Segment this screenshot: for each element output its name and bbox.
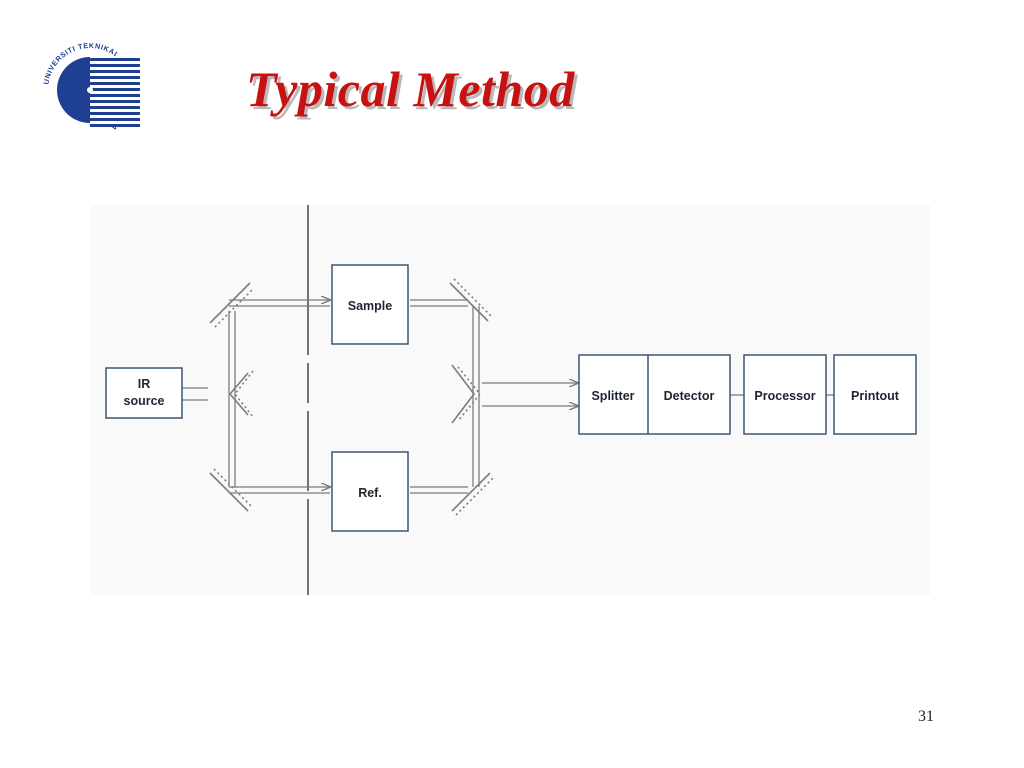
mirror-top-right: [449, 278, 493, 322]
slide-title: Typical Method: [246, 61, 575, 117]
mirror-bottom-left: [209, 468, 253, 512]
splitter-label: Splitter: [591, 389, 634, 403]
printout-box: [833, 354, 917, 435]
university-logo: UNIVERSITI TEKNIKAL MALAYSIA MELAKA: [40, 40, 140, 140]
splitter-detector-box: [578, 354, 731, 435]
processor-label: Processor: [754, 389, 815, 403]
ir-source-label: IR: [138, 377, 151, 391]
ir-spectrometer-diagram: IR source Sample Ref. Splitter Detector …: [90, 205, 930, 595]
reference-label: Ref.: [358, 486, 382, 500]
beam-paths: [182, 300, 834, 494]
mirror-bottom-right: [451, 472, 495, 516]
sample-label: Sample: [348, 299, 393, 313]
sample-box: [331, 264, 409, 345]
chopper-mirror-left: [228, 370, 254, 418]
ir-source-label-line2: source: [124, 394, 165, 408]
detector-label: Detector: [664, 389, 715, 403]
ir-source-box: [105, 367, 183, 419]
mirrors: [209, 278, 495, 516]
reference-box: [331, 451, 409, 532]
logo-emblem-icon: UNIVERSITI TEKNIKAL MALAYSIA MELAKA: [41, 41, 140, 139]
component-boxes: [105, 264, 917, 532]
combiner-mirror-right: [451, 364, 482, 424]
printout-label: Printout: [851, 389, 900, 403]
mirror-top-left: [209, 282, 254, 328]
processor-box: [743, 354, 827, 435]
page-number: 31: [918, 708, 934, 725]
